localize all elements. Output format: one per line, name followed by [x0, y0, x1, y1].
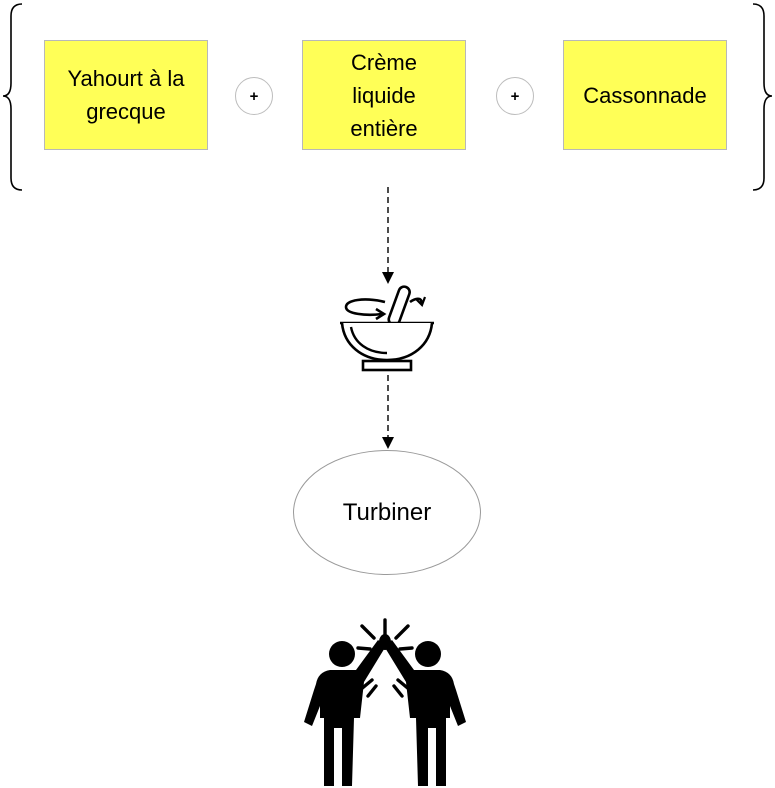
step-label: Turbiner: [342, 498, 432, 526]
plus-sign: +: [249, 87, 259, 105]
dashed-arrow-to-step: [382, 375, 394, 449]
high-five-icon: [304, 618, 466, 786]
plus-operator: +: [496, 77, 534, 115]
ingredient-box-cream: Crème liquide entière: [302, 40, 466, 150]
ingredient-label: Yahourt à la grecque: [67, 66, 185, 124]
left-brace: [2, 3, 23, 191]
plus-sign: +: [510, 87, 520, 105]
ingredient-box-brown-sugar: Cassonnade: [563, 40, 727, 150]
dashed-arrow-to-bowl: [382, 187, 394, 284]
step-turbiner: Turbiner: [293, 450, 481, 575]
ingredient-label: Cassonnade: [583, 82, 707, 108]
ingredient-label: Crème liquide entière: [350, 49, 418, 141]
ingredient-box-yogurt: Yahourt à la grecque: [44, 40, 208, 150]
mixing-bowl-icon: [340, 285, 434, 372]
plus-operator: +: [235, 77, 273, 115]
right-brace: [752, 3, 773, 191]
